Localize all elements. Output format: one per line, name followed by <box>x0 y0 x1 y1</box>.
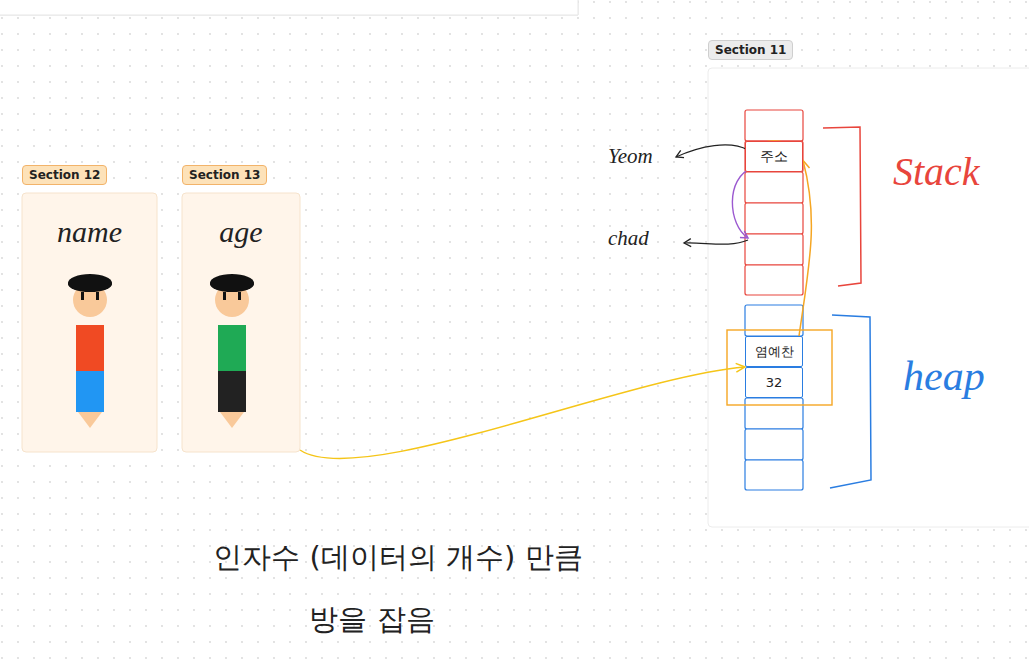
reference-arrow <box>300 363 745 458</box>
stack-bracket <box>823 127 861 286</box>
person-figure <box>210 274 254 428</box>
pointer-arrow <box>676 145 748 157</box>
heap-bracket <box>830 315 871 488</box>
variable-name: chad <box>608 226 649 251</box>
pointer-arrow <box>684 240 748 244</box>
region-label: heap <box>903 352 985 400</box>
section-tag: Section 12 <box>22 165 107 185</box>
copy-arrow <box>732 168 752 238</box>
handwritten-note: 방을 잡음 <box>309 600 434 640</box>
reference-arrow <box>799 161 811 337</box>
person-figure <box>68 274 112 428</box>
memory-cell: 주소 <box>745 141 803 172</box>
memory-cell: 염예찬 <box>745 336 803 367</box>
handwritten-note: 인자수 (데이터의 개수) 만큼 <box>213 538 582 578</box>
section-tag: Section 11 <box>708 40 793 60</box>
section-tag: Section 13 <box>182 165 267 185</box>
field-name: age <box>219 215 262 249</box>
variable-name: Yeom <box>608 144 653 169</box>
region-label: Stack <box>893 148 980 195</box>
cell-value: 염예찬 <box>755 343 794 361</box>
cell-value: 32 <box>766 375 783 390</box>
section-panel: Section 11 주소염예찬 32 <box>708 40 1029 527</box>
section-card: Section 12 name <box>22 165 157 452</box>
stack-cells <box>745 110 803 295</box>
memory-cell: 32 <box>745 367 803 398</box>
heap-cells <box>745 305 803 490</box>
object-outline <box>727 330 832 405</box>
section-card: Section 13 age <box>182 165 300 452</box>
cell-value: 주소 <box>760 148 788 166</box>
field-name: name <box>57 215 122 249</box>
